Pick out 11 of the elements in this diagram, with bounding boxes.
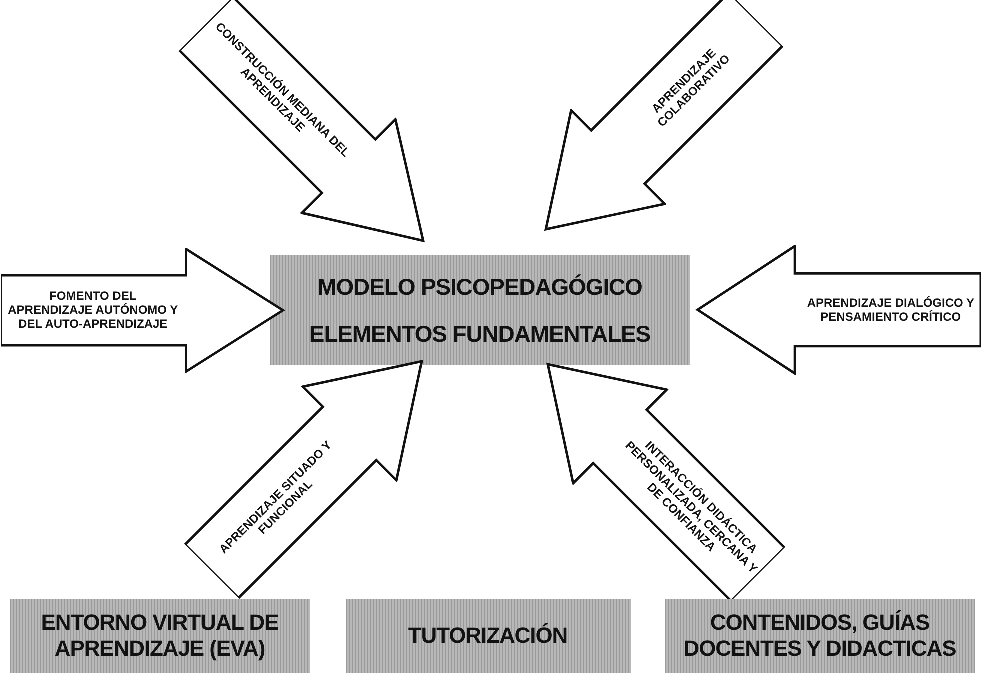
box-label: ENTORNO VIRTUAL DE APRENDIZAJE (EVA) [40,610,280,662]
arrow-label: APRENDIZAJE DIALÓGICO Y PENSAMIENTO CRÍTICO [806,296,976,324]
box-label: MODELO PSICOPEDAGÓGICO [318,272,642,300]
shaded-box [10,599,310,673]
arrow-label: FOMENTO DEL APRENDIZAJE AUTÓNOMO Y DEL AUTO-APRENDIZAJE [7,289,179,331]
shaded-box [346,599,630,673]
box-label: CONTENIDOS, GUÍAS DOCENTES Y DIDACTICAS [682,610,958,662]
box-label: ELEMENTOS FUNDAMENTALES [309,320,651,348]
box-label: TUTORIZACIÓN [408,623,568,649]
shaded-box [665,599,975,673]
shaded-box [270,255,690,365]
